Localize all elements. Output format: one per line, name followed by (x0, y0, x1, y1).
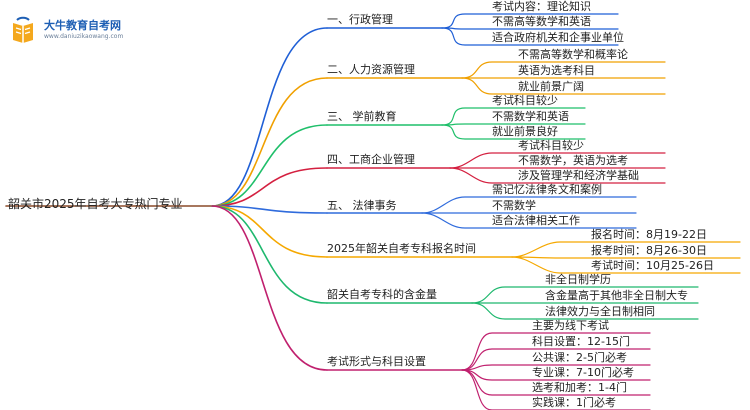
branch-7-item-1: 非全日制学历 (545, 273, 611, 286)
branch-7-item-3-connector (471, 302, 699, 320)
branch-8-label: 考试形式与科目设置 (327, 355, 426, 368)
branch-2-connector (211, 77, 328, 207)
branch-3-item-1: 考试科目较少 (492, 94, 558, 107)
branch-8-connector (211, 205, 328, 371)
branch-6-connector (211, 205, 328, 258)
branch-1-item-1: 考试内容：理论知识 (492, 0, 591, 13)
branch-3-item-2: 不需数学和英语 (492, 110, 569, 123)
branch-2-item-2: 英语为选考科目 (518, 64, 595, 77)
branch-4-item-2: 不需数学，英语为选考 (518, 154, 628, 167)
branch-1-item-2-connector (441, 27, 619, 30)
branch-7-label: 韶关自考专科的含金量 (327, 288, 437, 301)
branch-3-label: 三、 学前教育 (327, 110, 397, 123)
branch-5-item-1: 需记忆法律条文和案例 (492, 183, 602, 196)
branch-6-item-3: 考试时间：10月25-26日 (591, 259, 714, 272)
logo-title: 大牛教育自考网 (44, 19, 121, 32)
branch-5-item-3: 适合法律相关工作 (492, 214, 580, 227)
branch-6-label: 2025年韶关自考专科报名时间 (327, 242, 476, 255)
branch-1-label: 一、行政管理 (327, 13, 393, 26)
branch-4-connector (211, 167, 328, 207)
branch-1-item-2: 不需高等数学和英语 (492, 15, 591, 28)
branch-7-item-2: 含金量高于其他非全日制大专 (545, 289, 688, 302)
branch-5-item-2: 不需数学 (492, 199, 536, 212)
branch-3-item-3: 就业前景良好 (492, 125, 558, 138)
branch-2-item-1: 不需高等数学和概率论 (518, 48, 628, 61)
branch-3-connector (211, 124, 328, 207)
branch-1-connector (211, 27, 328, 207)
branch-7-connector (211, 205, 328, 304)
branch-1-item-3: 适合政府机关和企事业单位 (492, 31, 624, 44)
branch-6-item-2-connector (511, 256, 741, 259)
logo-url: www.daniuzikaowang.com (44, 33, 124, 40)
branch-2-item-3: 就业前景广阔 (518, 80, 584, 93)
branch-4-item-3-connector (449, 167, 666, 184)
branch-5-item-3-connector (421, 212, 637, 229)
branch-5-label: 五、 法律事务 (327, 199, 397, 212)
branch-8-item-5: 选考和加考：1-4门 (532, 381, 627, 394)
branch-6-item-3-connector (511, 256, 741, 274)
branch-6-item-2: 报考时间：8月26-30日 (591, 244, 707, 257)
branch-1-item-3-connector (441, 27, 619, 46)
branch-5-connector (211, 205, 328, 214)
branch-4-item-3: 涉及管理学和经济学基础 (518, 169, 639, 182)
branch-7-item-3: 法律效力与全日制相同 (545, 305, 655, 318)
branch-8-item-2: 科目设置：12-15门 (532, 335, 630, 348)
branch-2-item-3-connector (461, 77, 666, 95)
branch-4-item-1: 考试科目较少 (518, 139, 584, 152)
branch-8-item-1: 主要为线下考试 (532, 319, 609, 332)
site-logo[interactable]: 大牛教育自考网 www.daniuzikaowang.com (8, 14, 138, 48)
branch-3-item-3-connector (441, 124, 586, 140)
branch-4-label: 四、工商企业管理 (327, 153, 415, 166)
root-topic: 韶关市2025年自考大专热门专业 (8, 197, 183, 211)
branch-8-item-6: 实践课：1门必考 (532, 396, 616, 409)
branch-8-item-4: 专业课：7-10门必考 (532, 366, 634, 379)
branch-2-label: 二、人力资源管理 (327, 63, 415, 76)
branch-8-item-3: 公共课：2-5门必考 (532, 351, 627, 364)
branch-6-item-1: 报名时间：8月19-22日 (591, 228, 707, 241)
book-icon (13, 16, 33, 43)
